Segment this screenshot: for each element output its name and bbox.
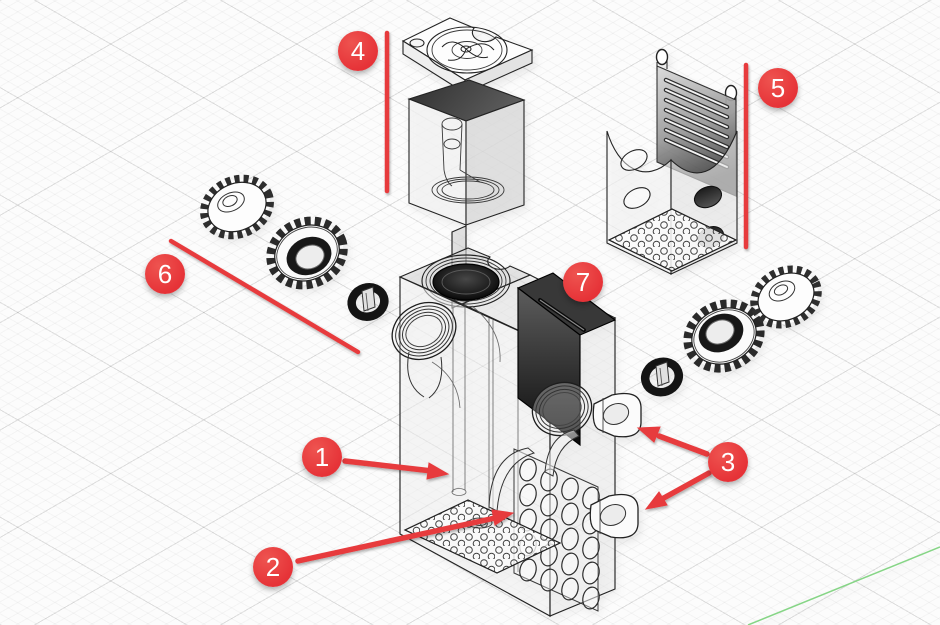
media-basket (606, 48, 738, 275)
callout-4-number: 4 (350, 36, 366, 66)
union-lock-ring-right (683, 299, 765, 373)
arrow-3-upper (636, 426, 710, 457)
impeller-icon (441, 41, 495, 61)
arrow-3-lower (644, 470, 712, 510)
pump-chamber (407, 79, 526, 226)
pump-lid (401, 17, 534, 94)
o-ring-left (347, 283, 389, 321)
union-lock-ring-left (266, 216, 348, 290)
union-nut-cap-right (750, 265, 822, 329)
callout-6-number: 6 (157, 259, 173, 289)
y-axis-line (747, 546, 940, 625)
callout-2-number: 2 (265, 552, 281, 582)
sump-perforated-floor (403, 499, 562, 574)
arrow-2 (295, 509, 515, 564)
leader-line-6 (168, 238, 361, 355)
callout-5: 5 (758, 68, 798, 108)
callout-1: 1 (302, 437, 342, 477)
callout-3: 3 (708, 442, 748, 482)
o-ring-right (640, 357, 684, 397)
callout-4: 4 (338, 31, 378, 71)
arrow-1 (342, 458, 450, 480)
sump-main-body (391, 225, 642, 617)
callout-3-number: 3 (720, 447, 736, 477)
outlet-port-right (531, 381, 593, 437)
callout-7: 7 (563, 262, 603, 302)
basket-perforated-floor (607, 208, 738, 272)
union-nut-cap-left (200, 174, 274, 240)
callout-2: 2 (253, 547, 293, 587)
callout-6: 6 (145, 254, 185, 294)
callout-5-number: 5 (770, 73, 786, 103)
callout-7-number: 7 (575, 267, 591, 297)
callout-1-number: 1 (314, 442, 330, 472)
support-gussets (488, 429, 580, 512)
basket-vent-slats (663, 77, 730, 170)
inlet-port-left (391, 301, 457, 399)
diffuser-plate (513, 448, 600, 612)
top-threaded-opening (421, 254, 511, 308)
